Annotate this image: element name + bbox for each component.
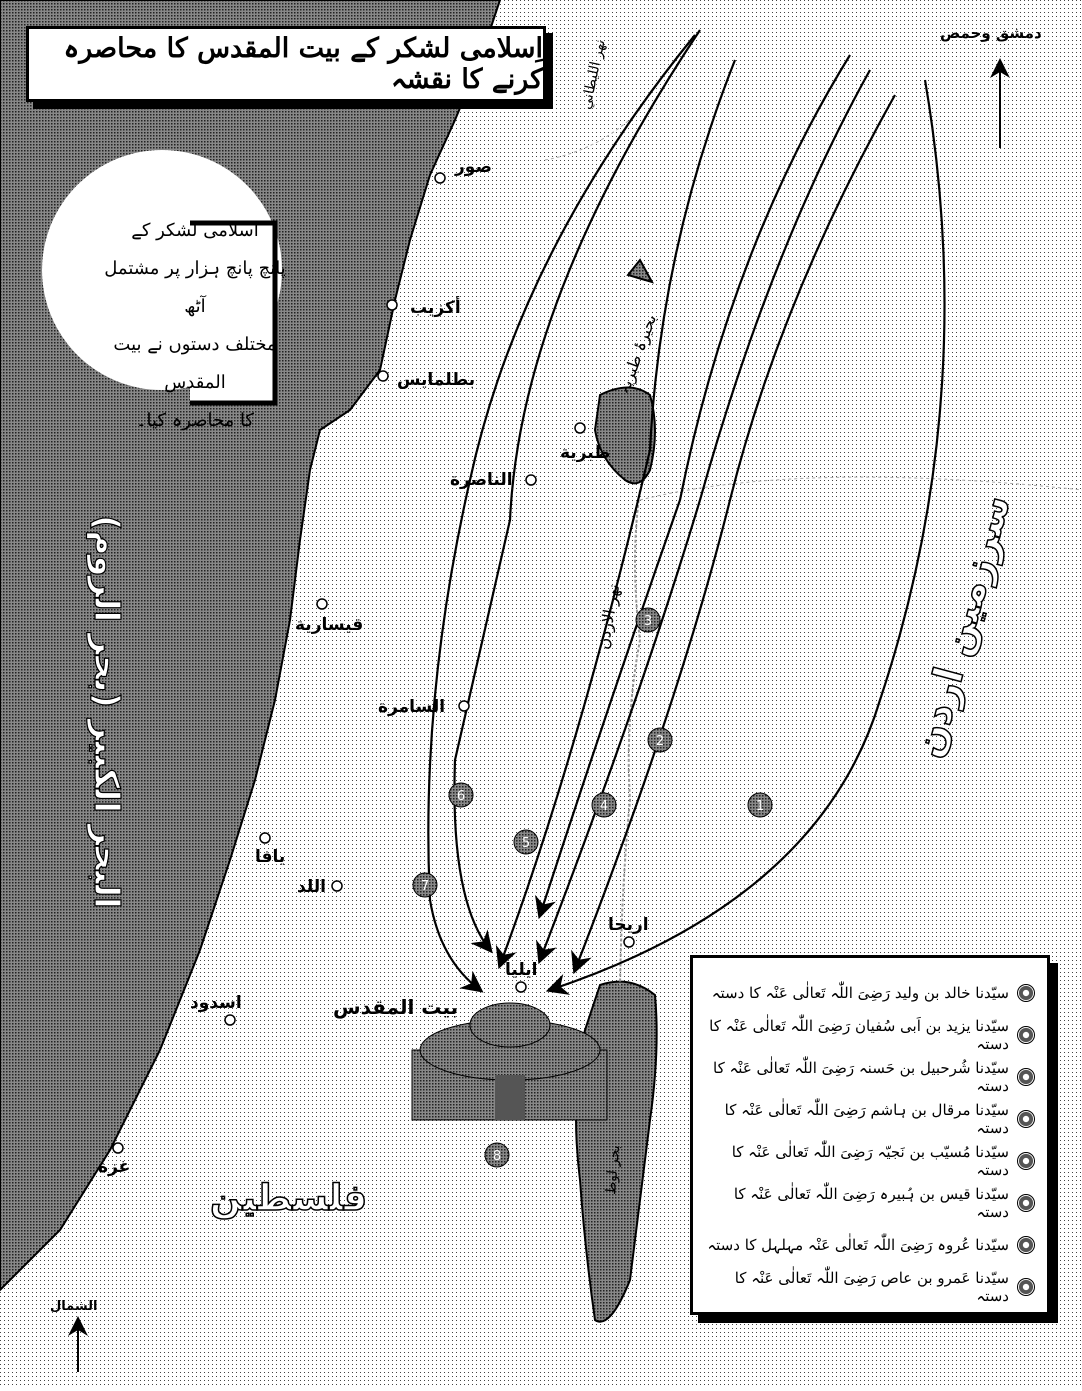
lake-tiberias xyxy=(593,386,656,485)
division-marker-5: 5 xyxy=(513,829,539,855)
legend-bullet-icon xyxy=(1017,1236,1035,1254)
city-dot-ashdod xyxy=(224,1014,236,1026)
note-bracket xyxy=(190,220,278,406)
division-marker-4: 4 xyxy=(591,792,617,818)
svg-text:2: 2 xyxy=(656,734,664,749)
damascus-arrow: دمشق وحمص xyxy=(940,24,1042,148)
legend-text: سیّدنا مرقال بن ہاشم رَضِیَ اللّٰہ تَعال… xyxy=(724,1101,1009,1137)
city-dot-jericho xyxy=(623,936,635,948)
legend-bullet-icon xyxy=(1017,1278,1035,1296)
city-dot-caesarea xyxy=(316,598,328,610)
city-dot-samaria xyxy=(458,700,470,712)
legend-item: سیّدنا مُسیّب بن نَجیّہ رَضِیَ اللّٰہ تَ… xyxy=(705,1140,1035,1182)
legend-bullet-icon xyxy=(1017,1110,1035,1128)
sea-label: البحر الكبير (بحر الروم) xyxy=(86,515,126,909)
legend-bullet-icon xyxy=(1017,984,1035,1002)
svg-text:8: 8 xyxy=(493,1149,501,1164)
city-labels: صور أكزيب بطلمايس الناصرة طبرية قيسارية … xyxy=(98,157,649,1177)
label-jaffa: يافا xyxy=(255,847,285,867)
jordan-river xyxy=(619,489,642,986)
jerusalem-label: بيت المقدس xyxy=(333,995,458,1019)
route-2 xyxy=(571,94,896,975)
note-line: کا محاصرہ کیا۔ xyxy=(135,410,255,431)
legend-bullet-icon xyxy=(1017,1026,1035,1044)
legend-text: سیّدنا عَمرو بن عاص رَضِیَ اللّٰہ تَعالٰ… xyxy=(734,1269,1009,1305)
label-ptolemais: بطلمايس xyxy=(397,370,475,390)
route-4 xyxy=(534,54,851,920)
division-markers: 1 2 3 4 5 6 7 8 xyxy=(412,607,773,1168)
route-6 xyxy=(453,29,701,954)
route-5 xyxy=(495,59,737,970)
division-marker-7: 7 xyxy=(412,872,438,898)
label-samaria: السامرة xyxy=(378,697,445,717)
city-dot-jaffa xyxy=(259,832,271,844)
city-dot-lod xyxy=(331,880,343,892)
legend-text: سیّدنا عُروہ رَضِیَ اللّٰہ تَعالٰی عَنْہ… xyxy=(707,1236,1009,1254)
legend-text: سیّدنا شُرحبیل بن حَسنہ رَضِیَ اللّٰہ تَ… xyxy=(713,1059,1009,1095)
legend-item: سیّدنا قیس بن ہُبیرہ رَضِیَ اللّٰہ تَعال… xyxy=(705,1182,1035,1224)
city-dot-gaza xyxy=(112,1142,124,1154)
route-1 xyxy=(545,79,946,995)
svg-text:1: 1 xyxy=(756,799,764,814)
note-line: پانچ پانچ ہزار پر مشتمل آٹھ xyxy=(104,258,286,317)
legend-bullet-icon xyxy=(1017,1194,1035,1212)
country-label: فلسطين xyxy=(210,1178,367,1219)
note-line: اسلامی لشکر کے xyxy=(131,220,259,241)
legend: سیّدنا خالد بن ولید رَضِیَ اللّٰہ تَعالٰ… xyxy=(690,955,1050,1315)
city-dot-tyre xyxy=(434,172,446,184)
north-arrow: الشمال xyxy=(50,1299,97,1372)
city-dot-nazareth xyxy=(525,474,537,486)
division-marker-8: 8 xyxy=(484,1142,510,1168)
label-dead-sea: بحر لوط xyxy=(603,1145,623,1196)
city-dot-ptolemais xyxy=(377,370,389,382)
route-7 xyxy=(427,34,696,993)
division-marker-3: 3 xyxy=(635,607,661,633)
label-ilia: ايليا xyxy=(505,960,537,980)
dome-of-the-rock-icon xyxy=(411,1002,608,1121)
label-nazareth: الناصرة xyxy=(450,470,513,490)
city-dots xyxy=(112,172,635,1154)
svg-text:7: 7 xyxy=(421,879,429,894)
north-label: الشمال xyxy=(50,1299,97,1314)
svg-text:3: 3 xyxy=(644,614,652,629)
division-marker-2: 2 xyxy=(647,727,673,753)
legend-text: سیّدنا قیس بن ہُبیرہ رَضِیَ اللّٰہ تَعال… xyxy=(733,1185,1009,1221)
legend-bullet-icon xyxy=(1017,1068,1035,1086)
svg-text:6: 6 xyxy=(457,789,465,804)
city-dot-tiberias xyxy=(574,422,586,434)
legend-text: سیّدنا یزید بن اَبی سُفیان رَضِیَ اللّٰہ… xyxy=(709,1017,1009,1053)
label-akzib: أكزيب xyxy=(410,296,461,318)
division-marker-1: 1 xyxy=(747,792,773,818)
label-jericho: اريحا xyxy=(608,915,649,935)
legend-item: سیّدنا مرقال بن ہاشم رَضِیَ اللّٰہ تَعال… xyxy=(705,1098,1035,1140)
map-title: اِسلامی لشکر کے بیت المقدس کا محاصرہ کرن… xyxy=(26,26,546,102)
note-text: اسلامی لشکر کے پانچ پانچ ہزار پر مشتمل آ… xyxy=(100,212,290,440)
label-ashdod: اسدود xyxy=(190,993,242,1013)
legend-item: سیّدنا یزید بن اَبی سُفیان رَضِیَ اللّٰہ… xyxy=(705,1014,1035,1056)
label-tiberias: طبرية xyxy=(560,443,610,463)
svg-text:5: 5 xyxy=(522,836,530,851)
note-line: مختلف دستوں نے بیت المقدس xyxy=(113,334,277,393)
legend-item: سیّدنا عَمرو بن عاص رَضِیَ اللّٰہ تَعالٰ… xyxy=(705,1266,1035,1308)
city-dot-akzib xyxy=(386,299,398,311)
city-dot-ilia xyxy=(515,981,527,993)
damascus-label: دمشق وحمص xyxy=(940,24,1042,42)
svg-text:4: 4 xyxy=(600,799,608,814)
label-caesarea: قيسارية xyxy=(295,615,363,635)
legend-text: سیّدنا مُسیّب بن نَجیّہ رَضِیَ اللّٰہ تَ… xyxy=(731,1143,1009,1179)
label-tyre: صور xyxy=(454,157,492,177)
label-lod: اللد xyxy=(297,877,326,897)
legend-text: سیّدنا خالد بن ولید رَضِیَ اللّٰہ تَعالٰ… xyxy=(711,984,1009,1002)
division-marker-6: 6 xyxy=(448,782,474,808)
legend-item: سیّدنا شُرحبیل بن حَسنہ رَضِیَ اللّٰہ تَ… xyxy=(705,1056,1035,1098)
label-gaza: غزة xyxy=(98,1157,130,1177)
legend-bullet-icon xyxy=(1017,1152,1035,1170)
legend-item: سیّدنا خالد بن ولید رَضِیَ اللّٰہ تَعالٰ… xyxy=(705,972,1035,1014)
hula-lake xyxy=(626,258,655,284)
legend-item: سیّدنا عُروہ رَضِیَ اللّٰہ تَعالٰی عَنْہ… xyxy=(705,1224,1035,1266)
border-line-east xyxy=(639,476,1082,501)
